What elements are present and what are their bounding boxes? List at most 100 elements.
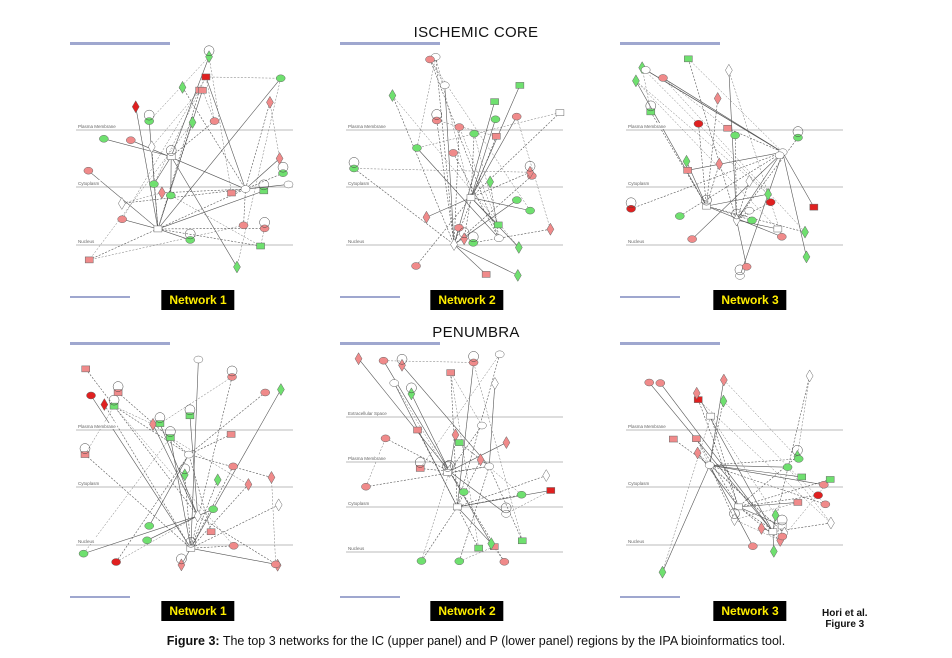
compartment-label-group: Plasma Membrane: [347, 455, 388, 461]
network-edge: [184, 474, 192, 549]
network-edge: [706, 193, 769, 207]
network-edge: [688, 58, 783, 153]
compartment-label-bg: [347, 238, 367, 244]
network-edge: [383, 360, 450, 472]
compartment-label-group: Cytoplasm: [77, 180, 101, 186]
network-edge: [709, 464, 802, 478]
network-edge: [662, 77, 728, 129]
compartment-label-group: Cytoplasm: [347, 180, 371, 186]
compartment-label-bg: [77, 480, 101, 486]
network-node: [267, 470, 276, 484]
self-loop: [226, 365, 238, 377]
network-node: [466, 194, 476, 201]
network-edge: [202, 90, 215, 122]
network-edge: [736, 219, 747, 267]
network-node: [413, 426, 422, 434]
network-node: [213, 473, 222, 487]
network-label: Network 3: [713, 290, 787, 310]
network-edge: [736, 210, 750, 221]
network-edge: [85, 368, 198, 517]
network-node: [454, 123, 465, 131]
compartment-label-group: Plasma Membrane: [77, 423, 118, 429]
network-node: [208, 505, 218, 513]
network-node: [546, 487, 556, 494]
network-label: Network 3: [713, 601, 787, 621]
self-loop: [406, 382, 417, 394]
network-node: [777, 233, 787, 241]
network-node: [411, 262, 421, 270]
compartment-label-group: Nucleus: [77, 238, 97, 244]
network-edge: [673, 438, 710, 466]
network-edge: [470, 171, 531, 198]
network-edge: [696, 438, 710, 466]
network-node: [78, 549, 89, 558]
compartment-label-group: Cytoplasm: [627, 180, 651, 186]
network-node: [80, 451, 90, 458]
network-edge: [122, 218, 159, 230]
network-node: [725, 63, 733, 77]
network-node: [692, 386, 701, 400]
self-loop: [203, 45, 215, 56]
network-node: [118, 196, 126, 210]
compartment-label: Nucleus: [348, 546, 365, 551]
network-edge: [459, 546, 495, 562]
network-edge: [457, 490, 551, 508]
network-node: [378, 356, 389, 365]
network-edge: [506, 490, 551, 515]
network-edge: [772, 375, 810, 532]
network-edge: [459, 442, 490, 467]
attribution: Hori et al. Figure 3: [822, 608, 868, 630]
network-edge: [157, 190, 264, 230]
compartment-label-bg: [77, 238, 97, 244]
network-node: [86, 391, 96, 400]
network-edge: [449, 471, 492, 544]
network-label: Network 2: [430, 601, 504, 621]
network-node: [555, 109, 565, 116]
network-node: [542, 469, 551, 483]
network-node: [484, 462, 494, 471]
network-node: [131, 100, 140, 114]
network-edge: [453, 136, 497, 245]
network-edge: [710, 416, 776, 516]
network-edge: [709, 465, 754, 547]
network-node: [185, 236, 195, 244]
network-node: [770, 544, 778, 558]
network-node: [819, 481, 829, 489]
network-edge: [271, 477, 276, 565]
self-loop: [165, 145, 177, 156]
network-node: [490, 115, 501, 124]
network-edge: [449, 434, 456, 472]
network-label: Network 1: [161, 601, 235, 621]
network-node: [747, 216, 757, 225]
network-edge: [470, 85, 521, 198]
compartment-label: Cytoplasm: [78, 181, 100, 186]
network-edge: [709, 464, 785, 534]
network-node: [514, 268, 522, 282]
network-edge: [736, 219, 778, 230]
network-node: [512, 196, 522, 204]
network-edge: [709, 464, 826, 505]
network-node: [274, 498, 283, 512]
network-edge: [662, 465, 710, 573]
network-edge: [706, 205, 782, 238]
network-edge: [415, 197, 472, 267]
network-node: [256, 242, 265, 250]
network-node: [100, 398, 109, 412]
network-node: [468, 358, 479, 367]
network-label: Network 2: [430, 290, 504, 310]
network-node: [501, 510, 511, 518]
network-node: [354, 352, 363, 366]
network-node: [730, 513, 739, 527]
network-node: [481, 271, 491, 278]
network-edge: [470, 116, 517, 198]
network-edge: [738, 494, 819, 508]
network-node: [745, 174, 754, 188]
network-footer-text: [70, 596, 130, 598]
network-node: [765, 198, 776, 206]
network-node: [155, 420, 165, 427]
network-node: [715, 157, 724, 171]
network-edge: [197, 515, 278, 566]
network-node: [193, 509, 202, 523]
network-node: [209, 117, 220, 125]
network-edge: [188, 392, 266, 455]
